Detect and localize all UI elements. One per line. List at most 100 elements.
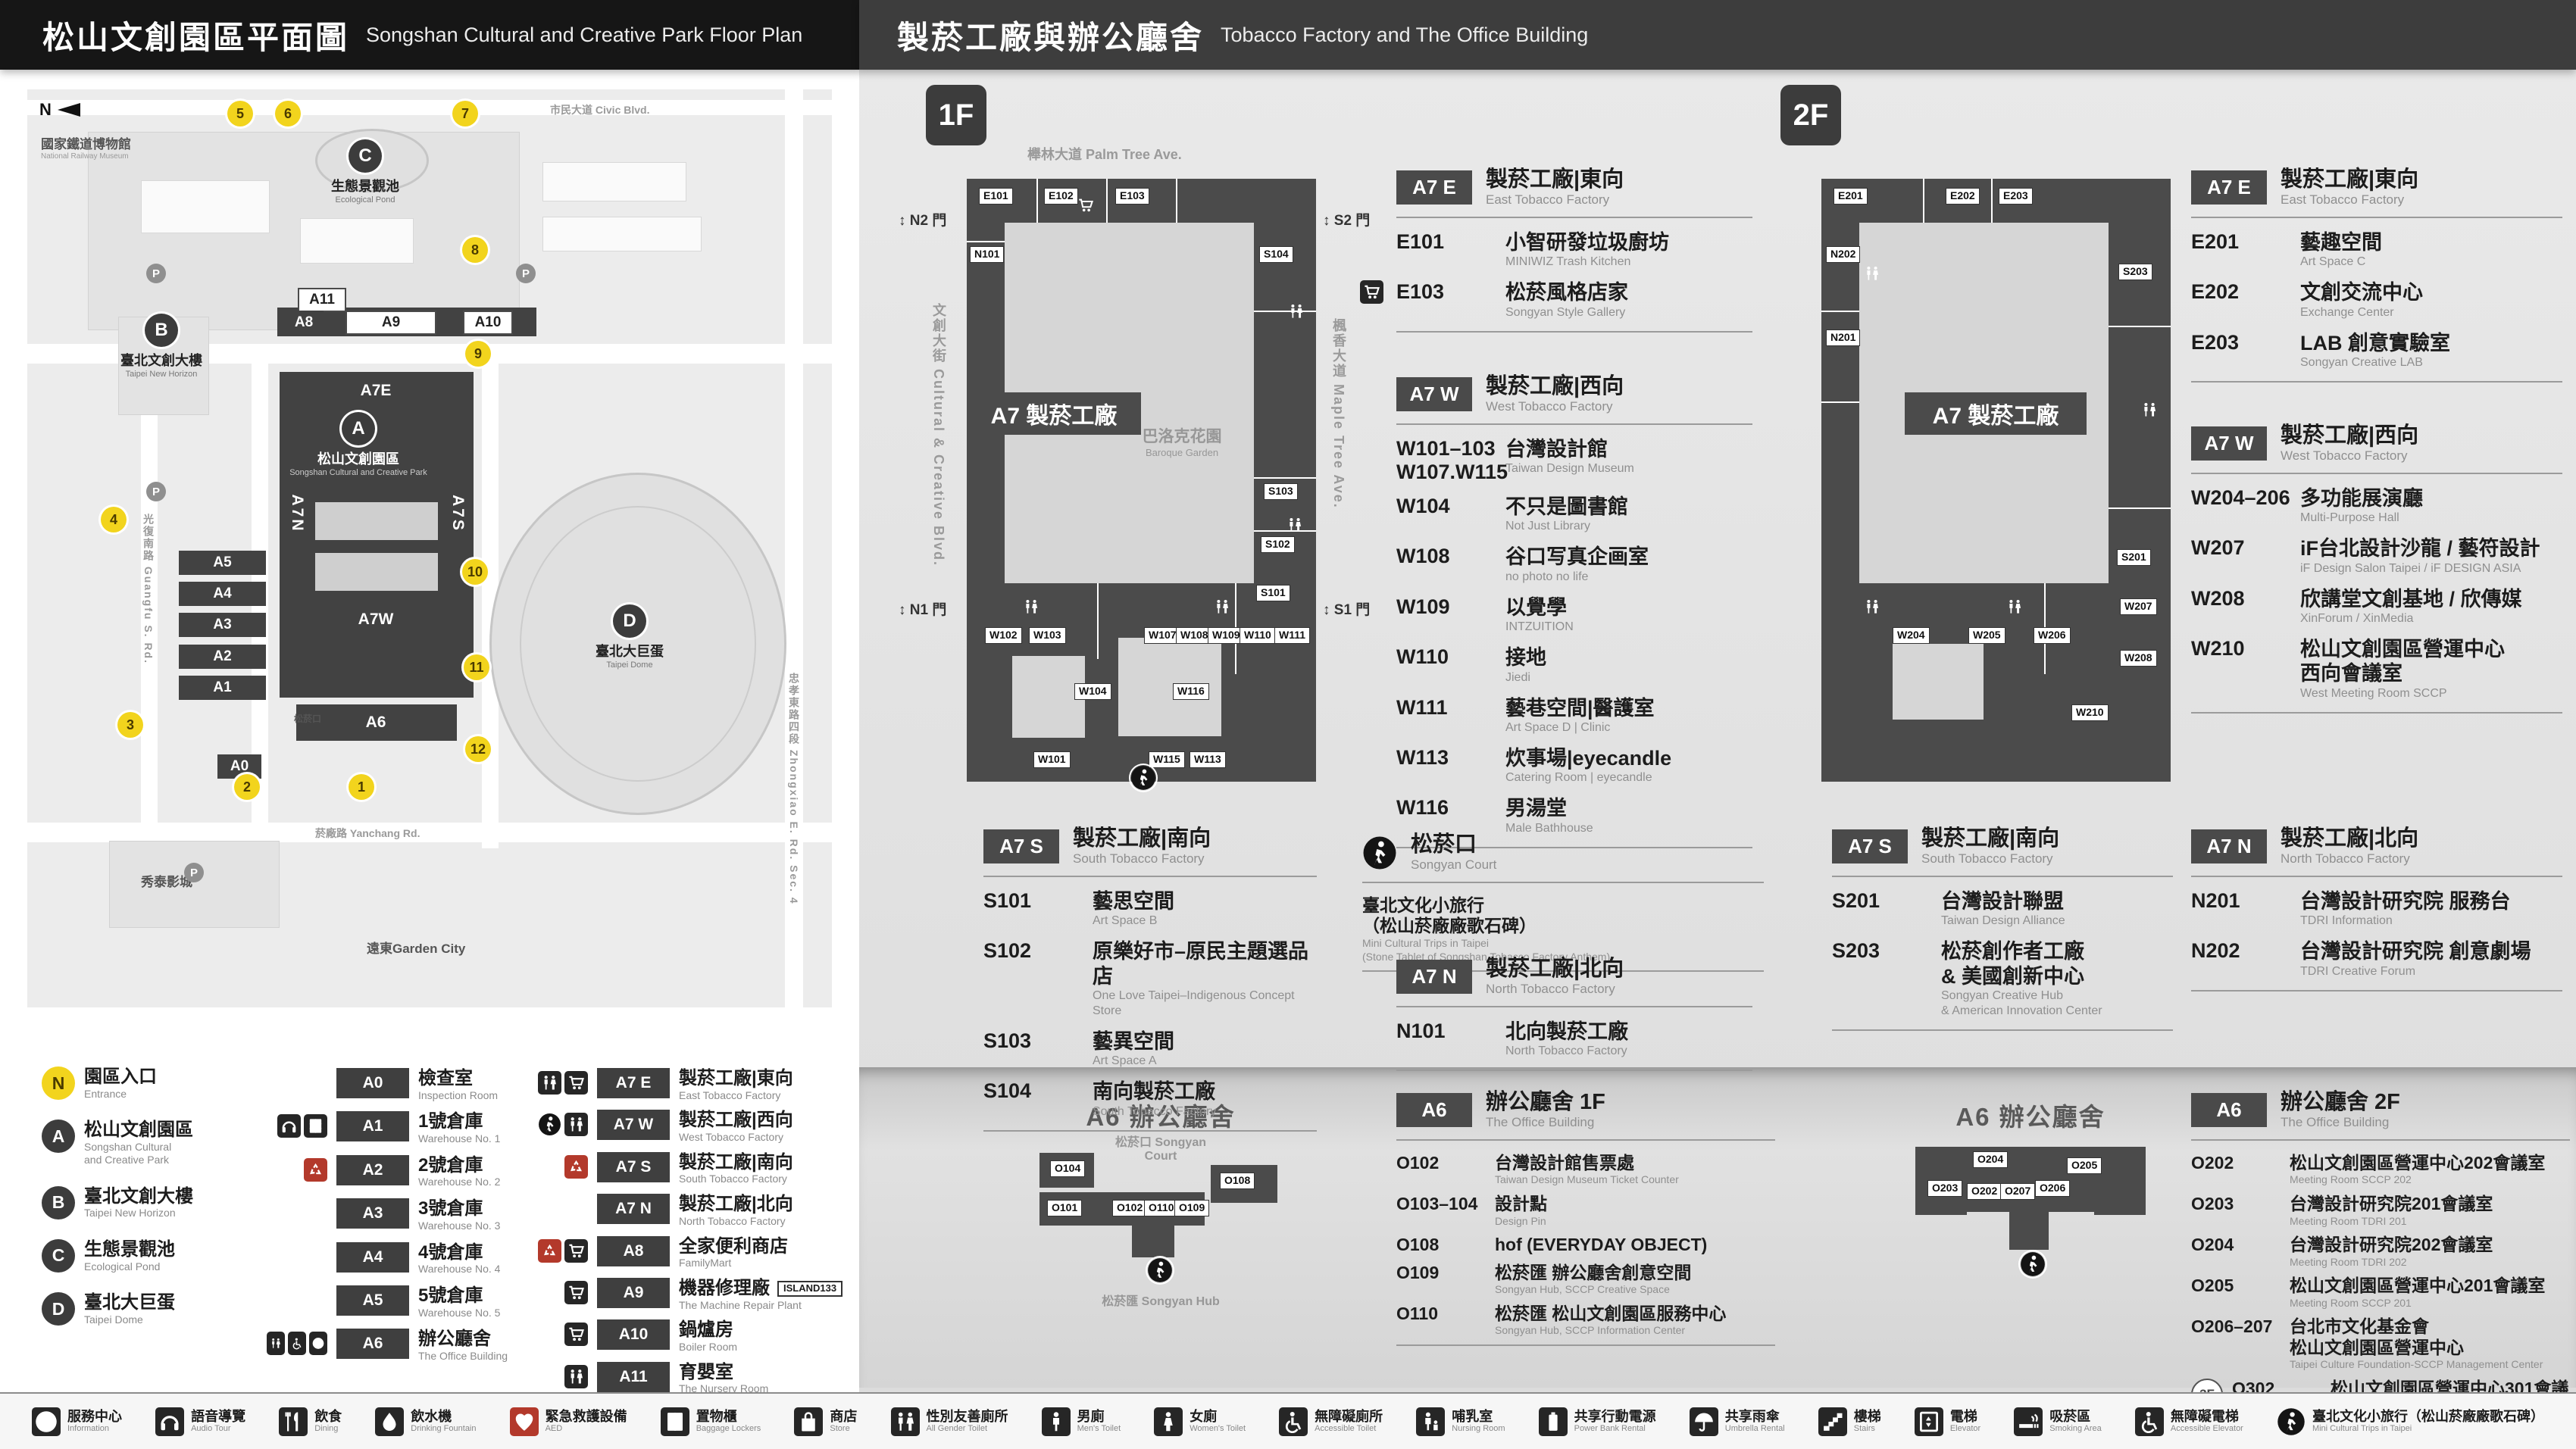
legend-item-zh: 3號倉庫	[418, 1198, 483, 1219]
room-name-zh: 臺北文化小旅行 （松山菸廠廠歌石碑）	[1362, 895, 1537, 936]
legend-badge: A4	[336, 1241, 409, 1273]
legend-item-zh: 園區入口	[84, 1066, 157, 1087]
audio-icon	[155, 1407, 185, 1436]
plan-room-chip: W101	[1033, 751, 1071, 768]
room-code: W207	[2191, 536, 2245, 560]
plan-room-chip: W210	[2071, 704, 2109, 721]
room-name-en: South Tobacco Factory	[1093, 1104, 1217, 1118]
toilet-icon	[267, 1332, 285, 1356]
map-letter-en: Ecological Pond	[335, 195, 395, 205]
section-end-rule	[2191, 711, 2562, 714]
room-name-zh: 北向製菸工廠	[1505, 1020, 1628, 1043]
section-end-rule	[1832, 1029, 2173, 1032]
map-area-zh: 遠東Garden City	[367, 942, 466, 956]
songyan-hub-label: 松菸匯 Songyan Hub	[1100, 1291, 1221, 1309]
aed-icon	[509, 1407, 539, 1436]
amenity-zh: 商店	[830, 1408, 858, 1424]
legend-item-en: Warehouse No. 1	[418, 1132, 501, 1145]
room-name-zh: 藝巷空間|醫護室	[1505, 696, 1655, 720]
legend-badge: B	[42, 1185, 75, 1219]
plan-wall	[2109, 179, 2171, 583]
plan-inner-court	[1893, 644, 1984, 720]
plan-partition	[1176, 179, 1177, 223]
plan-room-chip: S101	[1256, 585, 1290, 601]
amenity-zh: 共享雨傘	[1724, 1408, 1780, 1424]
room-name-zh: 以覺學	[1505, 595, 1567, 619]
section-rule	[1396, 423, 1752, 425]
room-name-zh: 男湯堂	[1505, 797, 1567, 820]
amenity-zh: 女廁	[1190, 1408, 1218, 1424]
amenity-en: Women's Toilet	[1190, 1424, 1246, 1434]
legend-item-en: Warehouse No. 2	[418, 1176, 501, 1188]
section-rule	[1396, 1138, 1775, 1141]
section-title-en: East Tobacco Factory	[2281, 192, 2405, 207]
room-code: W210	[2191, 637, 2245, 660]
legend-item-zh: 1號倉庫	[418, 1111, 483, 1132]
factory-courtyard	[315, 502, 438, 540]
room-name-zh: 接地	[1505, 646, 1546, 670]
room-code: O109	[1396, 1262, 1440, 1282]
room-list-row: 臺北文化小旅行 （松山菸廠廠歌石碑）Mini Cultural Trips in…	[1362, 895, 1764, 963]
plan-partition	[2109, 326, 2171, 327]
room-name-en: Songyan Creative Hub & American Innovati…	[1941, 989, 2102, 1018]
room-name-en: Songyan Hub, SCCP Creative Space	[1495, 1283, 1670, 1296]
plan-room-chip: O204	[1973, 1151, 2009, 1168]
smoking-icon	[2014, 1407, 2043, 1436]
room-name-en: Multi-Purpose Hall	[2300, 511, 2399, 525]
section-title-zh: 辦公廳舍 1F	[1486, 1090, 1605, 1114]
map-entrance-number: 7	[452, 101, 478, 126]
legend-badge: A8	[597, 1235, 670, 1266]
section-rule	[2191, 472, 2562, 474]
plan-room-chip: W115	[1149, 751, 1185, 768]
amenity-en: Accessible Toilet	[1315, 1424, 1377, 1434]
map-wing-label: A7S	[449, 495, 467, 532]
map-letter-marker: C	[349, 139, 382, 173]
songyan-hub-text: 松菸匯 Songyan Hub	[1102, 1295, 1220, 1308]
legend-item-en: The Office Building	[418, 1349, 508, 1362]
legend-badge: A7 W	[597, 1110, 670, 1141]
amenity-item: 臺北文化小旅行（松山菸廠廠歌石碑）Mini Cultural Trips in …	[2277, 1407, 2544, 1436]
room-name-en: Meeting Room TDRI 202	[2290, 1255, 2407, 1268]
plan-center-label: A7 製菸工廠	[1905, 392, 2087, 435]
plan-gate-label: ↕ S1 門	[1323, 602, 1371, 618]
toilet-icon	[564, 1364, 588, 1388]
floor-plan-1f: 櫸林大道 Palm Tree Ave. 文創大街 Cultural & Crea…	[899, 147, 1370, 790]
section-title-zh: 製菸工廠|東向	[2281, 167, 2419, 192]
room-name-en: Art Space A	[1093, 1054, 1157, 1068]
room-name-en: Art Space C	[2300, 255, 2366, 269]
room-name-en: Taipei Culture Foundation-SCCP Managemen…	[2290, 1358, 2543, 1371]
legend-item-icons	[267, 1155, 327, 1182]
room-name-en: Taiwan Design Alliance	[1941, 914, 2065, 928]
legend-badge: A7 N	[597, 1194, 670, 1225]
room-name-en: MINIWIZ Trash Kitchen	[1505, 255, 1631, 269]
plan-partition	[1821, 311, 1859, 312]
court-icon	[538, 1113, 561, 1136]
